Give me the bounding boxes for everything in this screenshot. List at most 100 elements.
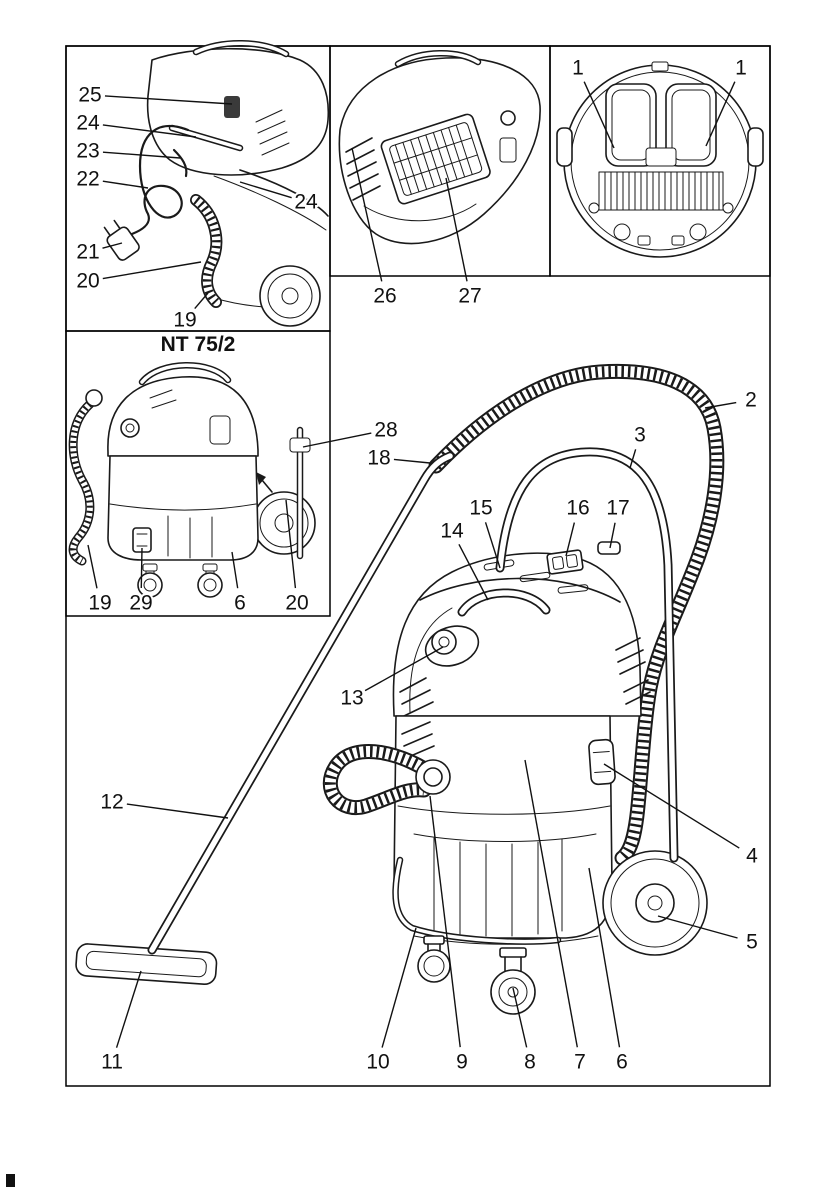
callout-25: 25 xyxy=(78,84,101,107)
head-louvers-left xyxy=(399,677,434,717)
tl-latch xyxy=(224,96,240,118)
leader-line-13 xyxy=(364,646,444,692)
tl-louvers xyxy=(255,109,290,156)
callout-5: 5 xyxy=(746,931,758,954)
tl-wheel xyxy=(259,265,321,327)
callout-20: 20 xyxy=(285,592,308,615)
callout-17: 17 xyxy=(606,497,629,520)
bend-fitting xyxy=(424,625,480,667)
leader-line-14 xyxy=(458,543,489,601)
power-cord xyxy=(130,124,190,236)
callout-8: 8 xyxy=(524,1051,536,1074)
callout-6: 6 xyxy=(616,1051,628,1074)
callout-12: 12 xyxy=(100,791,123,814)
tv-center-block xyxy=(645,147,677,167)
leader-line-16 xyxy=(565,522,576,557)
nt752-art xyxy=(73,365,316,598)
model-label: NT 75/2 xyxy=(160,333,236,356)
suction-inlet xyxy=(415,759,451,795)
callout-1: 1 xyxy=(572,57,584,80)
callout-10: 10 xyxy=(366,1051,389,1074)
panel-nt752-border xyxy=(65,330,331,617)
callout-21: 21 xyxy=(76,241,99,264)
leader-line-6 xyxy=(231,551,239,589)
fd-latch xyxy=(499,137,517,163)
callout-4: 4 xyxy=(746,845,758,868)
callout-22: 22 xyxy=(76,168,99,191)
tl-head xyxy=(146,43,330,176)
leader-line-18 xyxy=(393,458,431,464)
callout-7: 7 xyxy=(574,1051,586,1074)
leader-line-1 xyxy=(583,81,615,149)
leader-line-20 xyxy=(285,499,297,589)
power-switch xyxy=(546,549,584,575)
callout-13: 13 xyxy=(340,687,363,710)
leader-line-5 xyxy=(657,915,738,939)
callout-1: 1 xyxy=(735,57,747,80)
leader-line-24 xyxy=(102,124,197,138)
leader-line-15 xyxy=(484,522,501,569)
tl-hose xyxy=(196,200,216,302)
leader-line-10 xyxy=(381,927,417,1048)
callout-23: 23 xyxy=(76,140,99,163)
panel-top-view-border xyxy=(549,45,771,277)
leader-line-21 xyxy=(102,242,123,249)
leader-line-24 xyxy=(239,181,292,199)
callout-18: 18 xyxy=(367,447,390,470)
cord-hook-detail xyxy=(172,148,188,178)
motor-head xyxy=(392,541,651,717)
leader-line-28 xyxy=(302,432,372,448)
tv-filter-frames xyxy=(605,83,717,167)
panel-borders xyxy=(65,45,771,1087)
callout-19: 19 xyxy=(88,592,111,615)
fd-knob xyxy=(500,110,516,126)
leader-line-9 xyxy=(429,795,461,1048)
leader-line-19 xyxy=(194,292,209,310)
leader-line-22 xyxy=(102,180,149,189)
callout-15: 15 xyxy=(469,497,492,520)
callout-6: 6 xyxy=(234,592,246,615)
nt-rear-wheel xyxy=(252,491,316,555)
caster-left xyxy=(417,935,451,983)
leader-line-7 xyxy=(524,759,579,1048)
caster-front xyxy=(490,947,536,1015)
rear-wheel xyxy=(602,850,708,956)
callout-11: 11 xyxy=(101,1051,123,1074)
callout-2: 2 xyxy=(745,389,757,412)
callout-24: 24 xyxy=(294,191,318,214)
top-view-art xyxy=(556,61,764,258)
container-ribs xyxy=(433,837,563,937)
leader-line-6 xyxy=(588,867,621,1048)
leader-line-25 xyxy=(104,95,233,105)
head-louvers-right xyxy=(615,637,651,705)
leader-line-29 xyxy=(140,547,143,589)
cord-hook xyxy=(597,541,621,555)
leader-line-23 xyxy=(102,151,181,159)
tv-latches xyxy=(556,127,764,167)
callout-20: 20 xyxy=(76,270,99,293)
nt-head xyxy=(107,365,259,457)
leader-line-11 xyxy=(115,970,142,1048)
power-plug xyxy=(103,219,140,261)
leader-line-12 xyxy=(126,803,229,819)
floor-nozzle xyxy=(75,943,218,985)
callout-16: 16 xyxy=(566,497,589,520)
container-latch xyxy=(588,738,616,786)
nt-hose xyxy=(73,389,103,561)
callout-29: 29 xyxy=(129,592,152,615)
callout-24: 24 xyxy=(76,112,100,135)
leader-line-2 xyxy=(704,401,737,409)
nt-container xyxy=(107,455,259,561)
fd-louvers xyxy=(345,137,381,201)
nt-casters xyxy=(137,563,223,598)
callout-3: 3 xyxy=(634,424,646,447)
leader-line-3 xyxy=(629,449,637,469)
leader-line-26 xyxy=(351,147,383,282)
callout-28: 28 xyxy=(374,419,397,442)
leader-line-8 xyxy=(512,987,528,1048)
leader-line-17 xyxy=(609,522,616,549)
cable-detail-art xyxy=(103,43,330,327)
callout-27: 27 xyxy=(458,285,481,308)
